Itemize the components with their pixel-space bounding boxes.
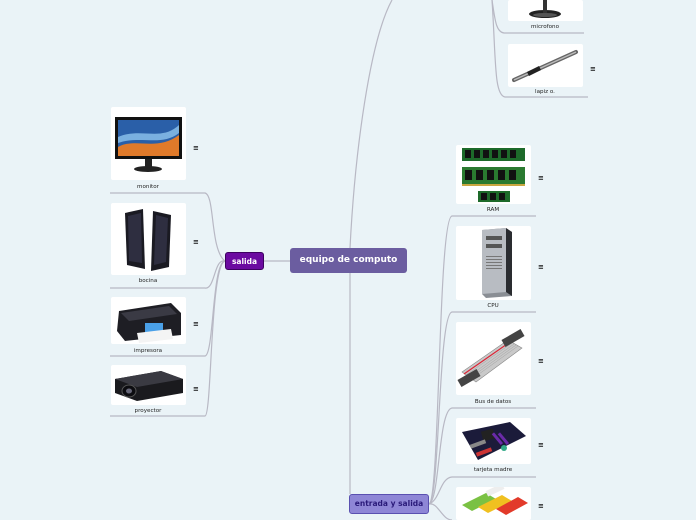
leaf-label-lapiz: lapiz o. [535, 89, 555, 95]
connector-monitor [110, 192, 226, 262]
ram-icon[interactable] [456, 145, 531, 204]
note-icon[interactable]: ≡ [538, 174, 544, 182]
leaf-label-microfono: microfono [530, 24, 560, 30]
leaf-label-proyector: proyector [134, 408, 162, 414]
leaf-label-cpu: CPU [487, 303, 499, 309]
note-icon[interactable]: ≡ [538, 263, 544, 271]
leaf-label-ram: RAM [486, 207, 500, 213]
connector-root-up [349, 0, 393, 249]
printer-icon[interactable] [111, 297, 186, 344]
leaf-label-bocina: bocina [138, 278, 158, 284]
note-icon[interactable]: ≡ [193, 144, 199, 152]
usb-drive-icon[interactable] [456, 487, 531, 520]
note-icon[interactable]: ≡ [538, 441, 544, 449]
ribbon-cable-icon[interactable] [456, 322, 531, 395]
pen-icon[interactable] [508, 44, 583, 87]
projector-icon[interactable] [111, 365, 186, 405]
leaf-label-impresora: impresora [133, 348, 163, 354]
motherboard-icon[interactable] [456, 418, 531, 464]
connector-madre [428, 476, 536, 505]
leaf-label-monitor: monitor [137, 184, 159, 190]
connector-bocina [110, 260, 226, 289]
note-icon[interactable]: ≡ [193, 385, 199, 393]
root-topic[interactable]: equipo de computo [290, 248, 407, 273]
connector-usb [428, 503, 453, 520]
connector-proyector [110, 260, 226, 417]
leaf-label-bus: Bus de datos [474, 399, 512, 405]
note-icon[interactable]: ≡ [590, 65, 596, 73]
monitor-icon[interactable] [111, 107, 186, 180]
branch-entrada-salida[interactable]: entrada y salida [349, 494, 429, 514]
connector-bus [428, 407, 536, 505]
note-icon[interactable]: ≡ [193, 320, 199, 328]
connector-lapiz [491, 0, 588, 98]
connector-cpu [428, 311, 536, 505]
note-icon[interactable]: ≡ [193, 238, 199, 246]
note-icon[interactable]: ≡ [538, 357, 544, 365]
connector-ram [428, 215, 536, 505]
branch-salida[interactable]: salida [225, 252, 264, 270]
cpu-tower-icon[interactable] [456, 226, 531, 300]
note-icon[interactable]: ≡ [538, 502, 544, 510]
leaf-label-madre: tarjeta madre [473, 467, 513, 473]
microphone-icon[interactable] [508, 0, 583, 21]
speaker-icon[interactable] [111, 203, 186, 275]
